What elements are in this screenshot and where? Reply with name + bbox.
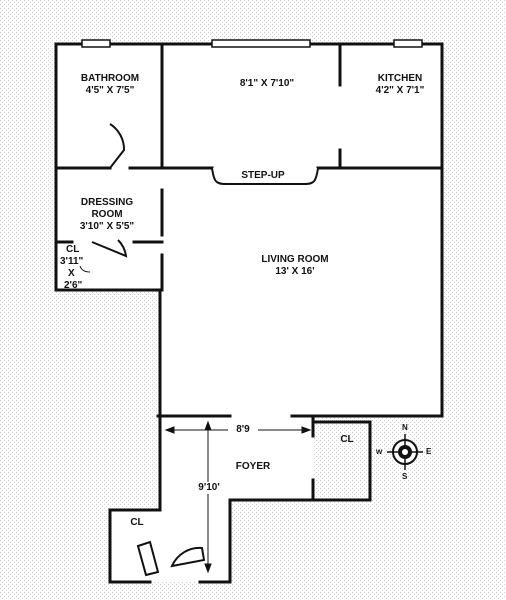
compass-w: W	[376, 447, 383, 456]
small-closet-dim1: 3'11"	[60, 256, 84, 267]
interior-fill	[56, 44, 442, 582]
step-up-name: STEP-UP	[241, 170, 285, 181]
compass-n: N	[402, 423, 408, 432]
dressing-room-dims: 3'10" X 5'5"	[79, 221, 135, 232]
foyer-height-label: 9'10'	[191, 482, 227, 494]
bathroom-dims: 4'5" X 7'5"	[85, 85, 135, 96]
dressing-room-name-2: ROOM	[91, 209, 123, 220]
kitchen-label: KITCHEN 4'2" X 7'1"	[360, 73, 440, 97]
step-up-label: STEP-UP	[228, 170, 298, 182]
closet-door	[91, 239, 128, 258]
compass-s: S	[402, 472, 408, 481]
center-room-dims: 8'1" X 7'10"	[239, 78, 295, 89]
kitchen-name: KITCHEN	[377, 73, 423, 84]
foyer-name: FOYER	[235, 461, 271, 472]
small-closet-label: CL 3'11" X 2'6"	[58, 244, 88, 292]
step-up-notch	[211, 167, 319, 185]
living-room-name: LIVING ROOM	[261, 254, 329, 265]
entry-closet-label: CL	[126, 517, 148, 529]
living-room-label: LIVING ROOM 13' X 16'	[250, 254, 340, 278]
foyer-closet-name: CL	[340, 434, 354, 445]
small-closet-dim2: 2'6"	[64, 280, 83, 291]
foyer-height: 9'10'	[198, 482, 220, 493]
compass-e: E	[426, 447, 432, 456]
kitchen-dims: 4'2" X 7'1"	[375, 85, 425, 96]
dressing-room-label: DRESSING ROOM 3'10" X 5'5"	[62, 197, 152, 233]
bathroom-label: BATHROOM 4'5" X 7'5"	[70, 73, 150, 97]
foyer-name-label: FOYER	[228, 461, 278, 473]
bathroom-door	[109, 123, 126, 169]
foyer-width: 8'9	[236, 424, 250, 435]
dressing-room-name-1: DRESSING	[80, 197, 134, 208]
foyer-width-label: 8'9	[228, 424, 258, 436]
window-bathroom	[81, 39, 111, 48]
entry-door	[170, 546, 206, 568]
compass-icon	[387, 434, 423, 470]
bathroom-name: BATHROOM	[80, 73, 140, 84]
entry-closet-name: CL	[130, 517, 144, 528]
small-closet-name: CL	[66, 244, 80, 255]
window-kitchen	[393, 39, 423, 48]
center-room-label: 8'1" X 7'10"	[222, 78, 312, 90]
living-room-dims: 13' X 16'	[275, 266, 315, 277]
small-closet-x: X	[68, 268, 75, 279]
closet-door-arrow	[79, 265, 91, 273]
foyer-closet-label: CL	[336, 434, 358, 446]
entry-closet-door	[136, 540, 160, 577]
foyer-height-arrow	[204, 420, 212, 574]
window-center	[211, 39, 311, 48]
